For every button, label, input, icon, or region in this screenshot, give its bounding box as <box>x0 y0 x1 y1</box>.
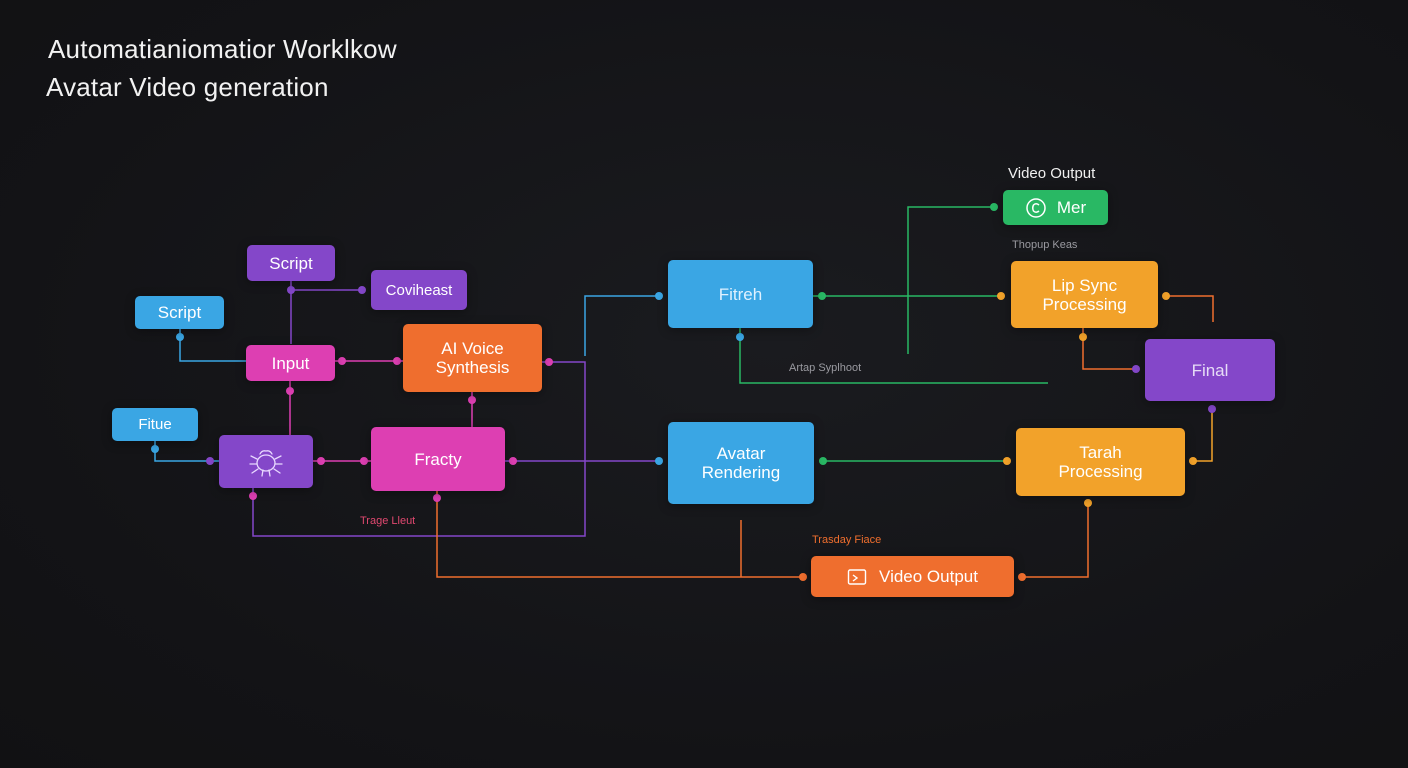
node-label: Video Output <box>879 567 978 586</box>
node-label: Mer <box>1056 198 1087 217</box>
node-label: Script <box>269 253 313 273</box>
port-dot <box>468 396 476 404</box>
port-dot <box>509 457 517 465</box>
connector-final-tarah <box>1192 409 1213 462</box>
port-dot <box>249 492 257 500</box>
port-dot <box>818 292 826 300</box>
label-artap-syplhoot: Artap Syplhoot <box>789 362 862 374</box>
port-dot <box>1084 499 1092 507</box>
node-label: Final <box>1191 360 1229 380</box>
bug-icon <box>249 449 283 477</box>
node-coviheast[interactable]: Coviheast <box>371 270 467 310</box>
node-label: Fitue <box>138 416 172 433</box>
label-trage-lleut: Trage Lleut <box>360 515 416 527</box>
connector-script-left-input <box>179 329 246 362</box>
node-label: Fitreh <box>718 284 763 304</box>
port-dot <box>997 292 1005 300</box>
port-dot <box>1079 333 1087 341</box>
node-label: Coviheast <box>385 281 453 299</box>
port-dot <box>287 286 295 294</box>
node-label: Fracty <box>414 449 462 469</box>
label-trasday-fiace: Trasday Fiace <box>812 534 882 546</box>
node-label: AI Voice Synthesis <box>435 339 510 377</box>
node-label: Tarah Processing <box>1058 443 1143 481</box>
port-dot <box>338 357 346 365</box>
port-dot <box>655 292 663 300</box>
label-video-output-top: Video Output <box>1008 165 1096 182</box>
port-dot <box>286 387 294 395</box>
node-avatar-rendering[interactable]: Avatar Rendering <box>668 422 814 504</box>
node-label: Avatar Rendering <box>701 444 781 482</box>
connector-lipsync-final-right <box>1166 295 1214 322</box>
port-dot <box>1003 457 1011 465</box>
port-dot <box>360 457 368 465</box>
node-script-top[interactable]: Script <box>247 245 335 281</box>
node-fitreh[interactable]: Fitreh <box>668 260 813 328</box>
node-bug[interactable] <box>219 435 313 488</box>
node-label: Lip Sync Processing <box>1042 275 1127 314</box>
port-dot <box>433 494 441 502</box>
port-dot <box>655 457 663 465</box>
connector-fracty-videooutput <box>436 491 805 578</box>
connector-bug-loop <box>252 361 586 537</box>
port-dot <box>736 333 744 341</box>
port-dot <box>1018 573 1026 581</box>
video-frame-icon <box>847 568 867 585</box>
port-dot <box>176 333 184 341</box>
port-dot <box>317 457 325 465</box>
page-title: Automatianiomatior Worklkow <box>48 34 397 64</box>
node-mer[interactable]: Mer <box>1003 190 1108 225</box>
port-dot <box>1132 365 1140 373</box>
node-lip-sync[interactable]: Lip Sync Processing <box>1011 261 1158 328</box>
port-dot <box>1162 292 1170 300</box>
copyright-icon <box>1026 197 1046 218</box>
node-ai-voice[interactable]: AI Voice Synthesis <box>403 324 542 392</box>
node-input[interactable]: Input <box>246 345 335 381</box>
port-dot <box>358 286 366 294</box>
port-dot <box>799 573 807 581</box>
node-script-left[interactable]: Script <box>135 296 224 329</box>
node-label: Script <box>157 303 202 322</box>
port-dot <box>545 358 553 366</box>
connector-fitreh-loop <box>739 328 1048 384</box>
port-dot <box>819 457 827 465</box>
connector-lipsync-final <box>1082 328 1137 370</box>
port-dot <box>1189 457 1197 465</box>
port-dot <box>206 457 214 465</box>
node-tarah[interactable]: Tarah Processing <box>1016 428 1185 496</box>
node-fitue[interactable]: Fitue <box>112 408 198 441</box>
node-video-output[interactable]: Video Output <box>811 556 1014 597</box>
connector-aivoice-fitreh <box>584 295 659 356</box>
page-subtitle: Avatar Video generation <box>46 72 329 102</box>
port-dot <box>393 357 401 365</box>
node-fracty[interactable]: Fracty <box>371 427 505 491</box>
node-final[interactable]: Final <box>1145 339 1275 401</box>
port-dot <box>990 203 998 211</box>
label-thopup-keas: Thopup Keas <box>1012 239 1078 251</box>
port-dot <box>1208 405 1216 413</box>
connector-mer <box>907 206 995 354</box>
port-dot <box>151 445 159 453</box>
node-label: Input <box>271 353 310 373</box>
connector-tarah-videooutput <box>1020 504 1089 578</box>
